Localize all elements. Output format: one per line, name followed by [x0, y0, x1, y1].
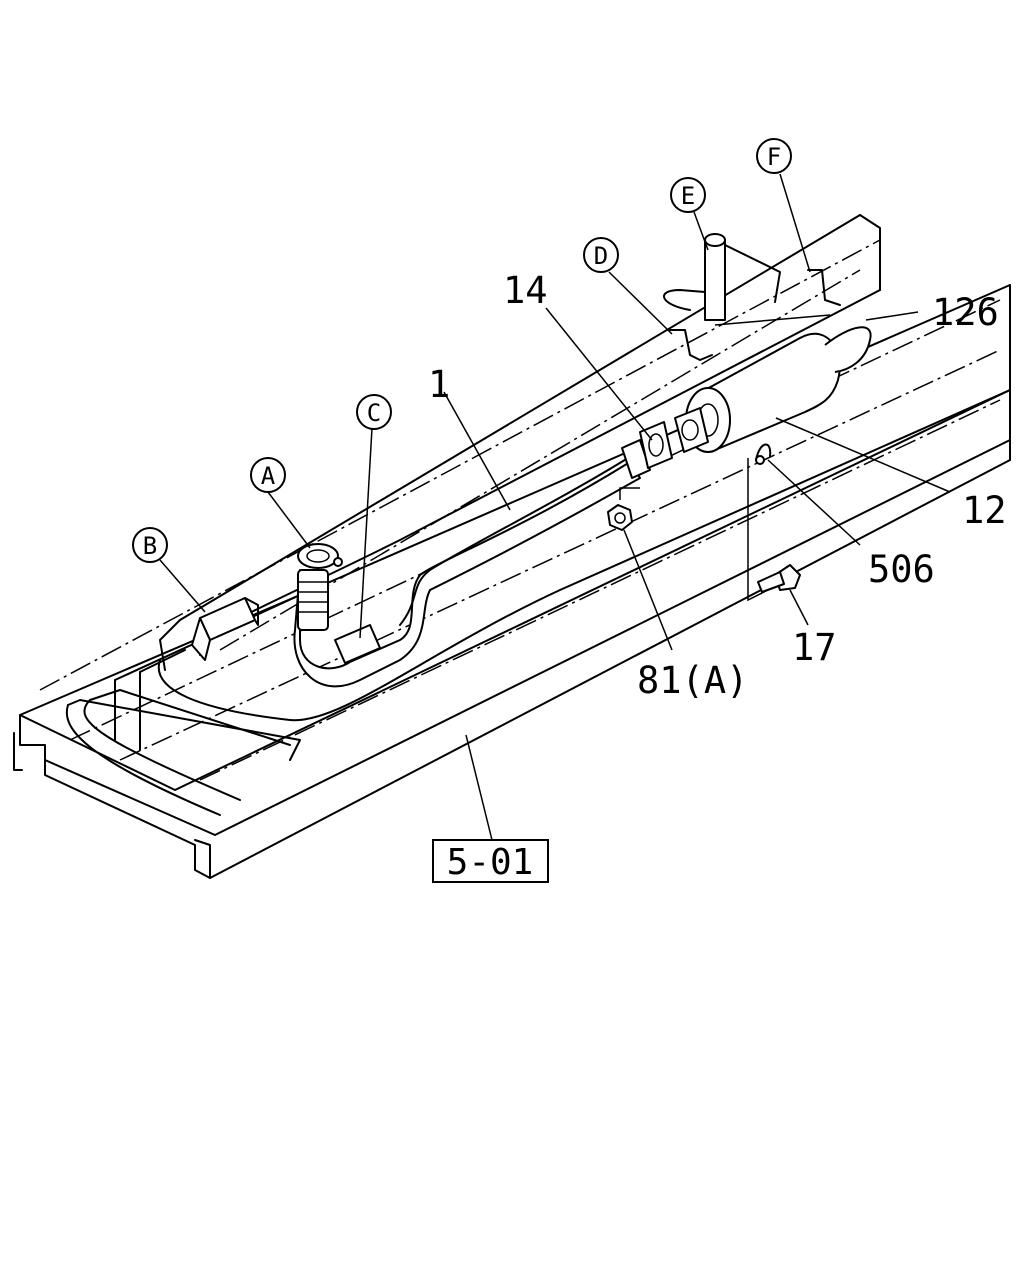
part-label-exhaust-pipe: 1 — [428, 363, 450, 406]
callout-A: A — [250, 457, 286, 493]
callout-letter: E — [681, 182, 695, 210]
callout-circle — [356, 394, 392, 430]
callout-F: F — [756, 138, 792, 174]
callout-letter: F — [767, 143, 781, 171]
callout-letter: A — [261, 462, 276, 490]
callout-circle — [756, 138, 792, 174]
callout-D: D — [583, 237, 619, 273]
part-label-hanger: 126 — [932, 291, 999, 334]
callout-circle — [132, 527, 168, 563]
nut — [607, 487, 640, 531]
reference-box: 5-01 — [432, 839, 549, 883]
callout-letter: D — [594, 242, 608, 270]
reference-box-label: 5-01 — [447, 842, 534, 883]
callout-circle — [583, 237, 619, 273]
gasket — [639, 421, 673, 469]
exhaust-pipe — [191, 439, 651, 688]
callout-E: E — [670, 177, 706, 213]
callout-B: B — [132, 527, 168, 563]
leader-lines — [159, 173, 951, 841]
part-label-clamp: 506 — [868, 548, 935, 591]
part-label-silencer: 12 — [962, 489, 1007, 532]
callout-letter: B — [143, 532, 157, 560]
callout-letter: C — [367, 399, 381, 427]
callout-C: C — [356, 394, 392, 430]
part-label-bolt: 17 — [792, 626, 837, 669]
bolt — [757, 564, 801, 593]
part-label-gasket: 14 — [503, 269, 548, 312]
callout-circle — [250, 457, 286, 493]
part-label-nut: 81(A) — [637, 659, 748, 702]
silencer — [663, 233, 872, 602]
reference-box-frame — [432, 839, 549, 883]
callout-circle — [670, 177, 706, 213]
